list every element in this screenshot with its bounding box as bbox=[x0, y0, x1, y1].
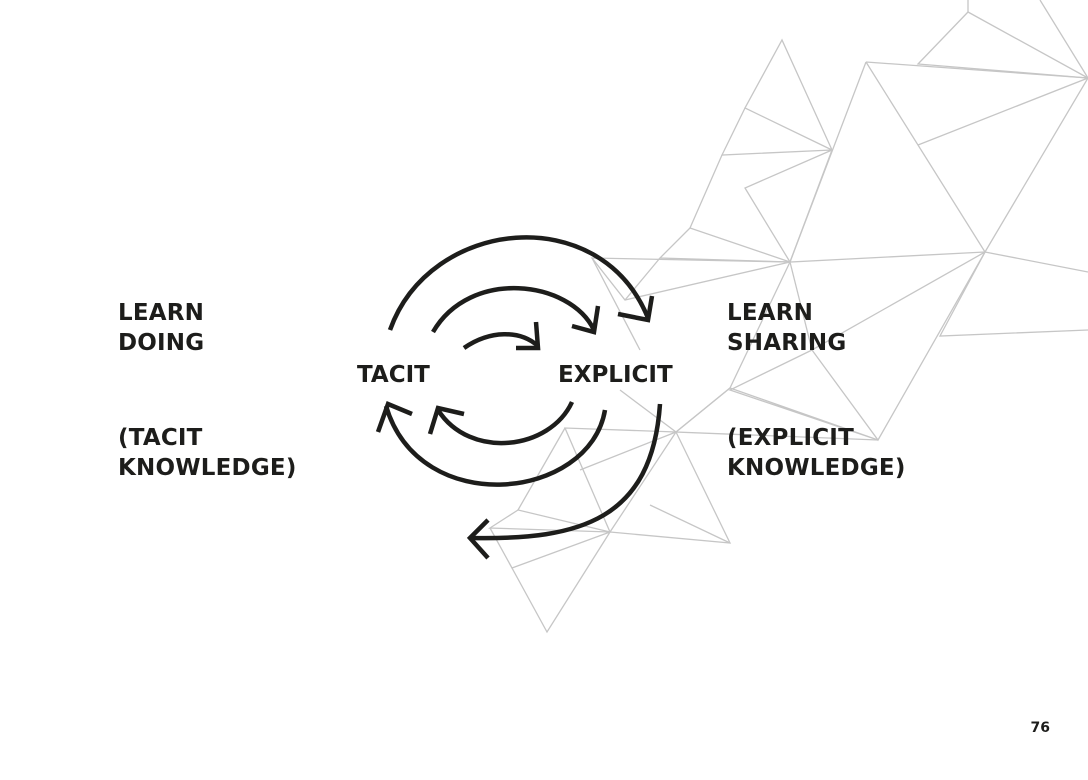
middle-bottom-arrowhead bbox=[375, 401, 413, 433]
inner-top-arrow bbox=[462, 332, 540, 350]
tacit-knowledge-line2: KNOWLEDGE) bbox=[118, 455, 297, 481]
inner-top-arrowhead bbox=[516, 321, 541, 351]
tacit-node: TACIT bbox=[357, 362, 430, 388]
learn-sharing-label: LEARN SHARING bbox=[727, 298, 846, 358]
learn-sharing-line1: LEARN bbox=[727, 300, 814, 326]
middle-bottom-arrow bbox=[383, 405, 608, 487]
learn-doing-line2: DOING bbox=[118, 330, 205, 356]
learn-sharing-line2: SHARING bbox=[727, 330, 847, 356]
outer-bottom-arrow bbox=[471, 403, 663, 541]
outer-top-arrow bbox=[387, 235, 651, 331]
inner-bottom-arrow bbox=[436, 401, 575, 446]
tacit-knowledge-line1: (TACIT bbox=[118, 425, 203, 451]
tacit-knowledge-label: (TACIT KNOWLEDGE) bbox=[118, 423, 297, 483]
outer-bottom-arrowhead bbox=[466, 518, 490, 560]
explicit-knowledge-line1: (EXPLICIT bbox=[727, 425, 854, 451]
learn-doing-line1: LEARN bbox=[118, 300, 205, 326]
learn-doing-label: LEARN DOING bbox=[118, 298, 204, 358]
explicit-node: EXPLICIT bbox=[558, 362, 673, 388]
explicit-knowledge-label: (EXPLICIT KNOWLEDGE) bbox=[727, 423, 906, 483]
explicit-knowledge-line2: KNOWLEDGE) bbox=[727, 455, 906, 481]
middle-top-arrow bbox=[431, 286, 597, 334]
inner-bottom-arrowhead bbox=[427, 405, 465, 435]
page-number: 76 bbox=[1030, 720, 1050, 736]
outer-top-arrowhead bbox=[617, 295, 655, 323]
middle-top-arrowhead bbox=[571, 305, 601, 335]
